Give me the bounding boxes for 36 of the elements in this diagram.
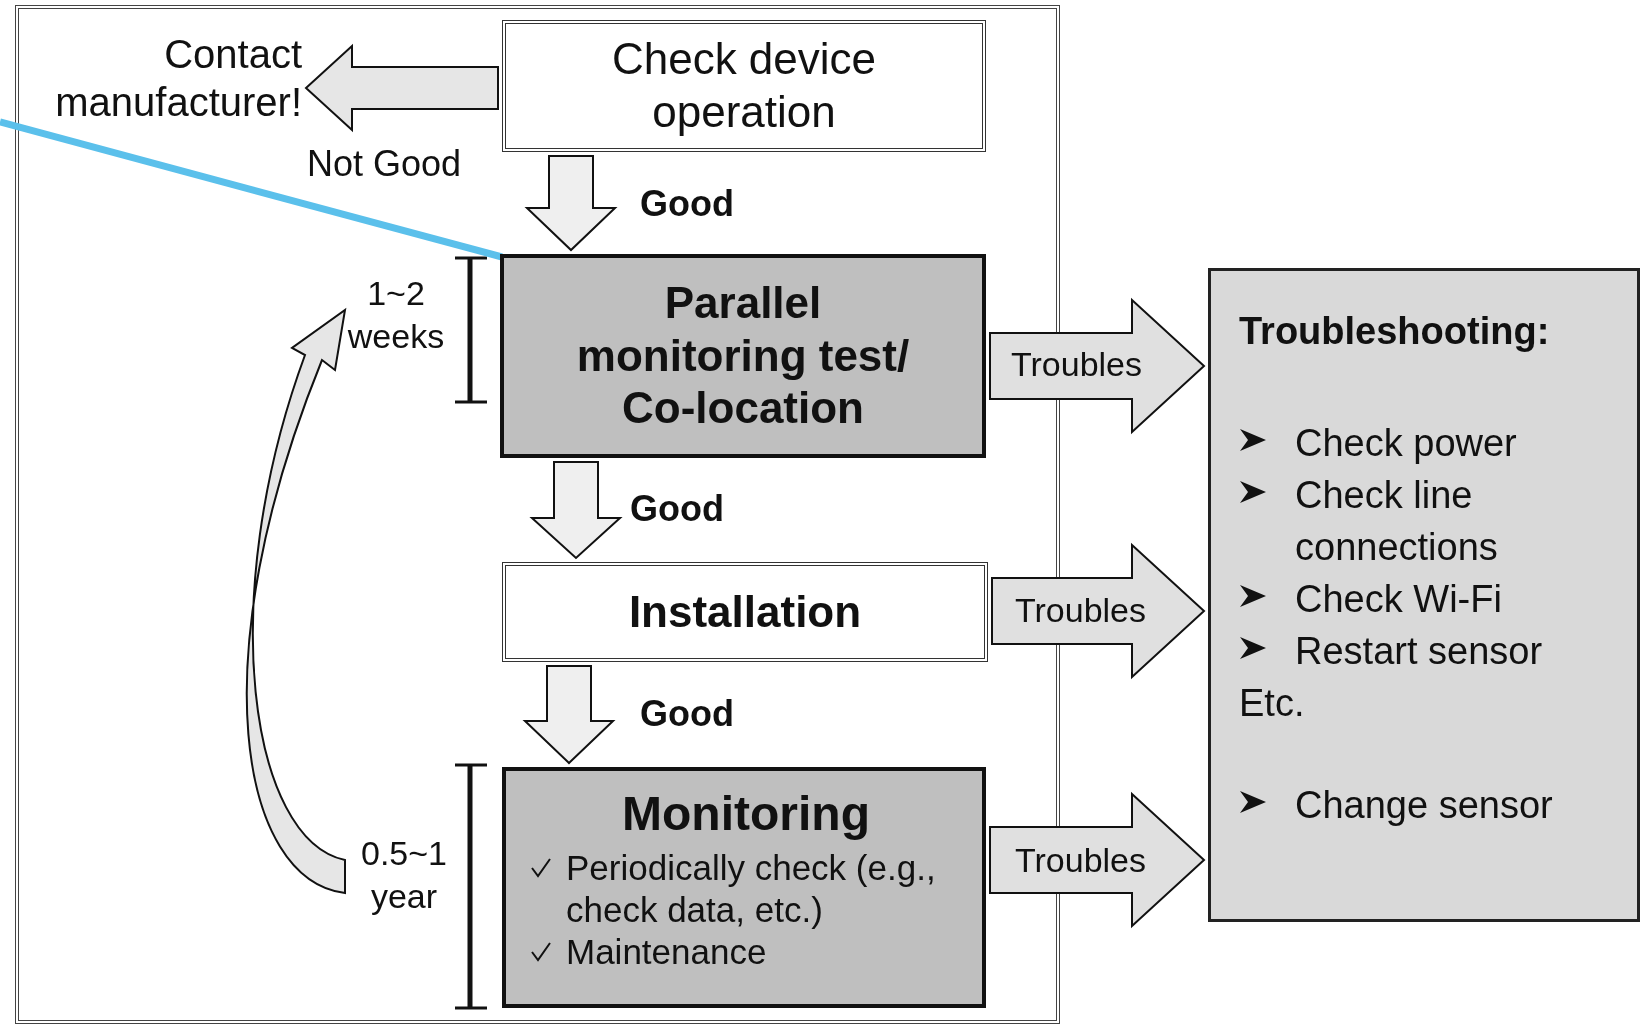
list-item-text: Restart sensor — [1295, 628, 1543, 674]
edge-label: Troubles — [1015, 840, 1147, 881]
node-heading: Monitoring — [621, 786, 871, 842]
node-text: Etc. — [1239, 680, 1306, 726]
duration-label: 0.5~1 year — [360, 833, 448, 917]
list-item-text: Change sensor — [1295, 782, 1553, 828]
edge-label: Good — [640, 692, 734, 736]
edge-label: Troubles — [1011, 344, 1143, 385]
node-text: Parallel monitoring test/ Co-location — [575, 276, 911, 435]
node-text: Check device operation — [610, 33, 878, 138]
block-arrow — [991, 542, 1206, 680]
node-heading: Troubleshooting: — [1239, 309, 1551, 354]
list-item-text: Periodically check (e.g., check data, etc.) — [566, 846, 936, 931]
block-arrow — [989, 791, 1206, 929]
list-item-text: Check line connections — [1295, 472, 1499, 570]
node-text: Contact manufacturer! — [54, 31, 302, 126]
process-box — [502, 20, 986, 152]
duration-label: 1~2 weeks — [346, 273, 446, 357]
edge-label: Good — [640, 182, 734, 226]
list-item-text: Maintenance — [566, 930, 768, 973]
edge-label: Troubles — [1015, 590, 1147, 631]
block-arrow — [522, 665, 616, 765]
list-item-text: Check power — [1295, 420, 1517, 466]
node-text: Installation — [628, 585, 862, 638]
process-box — [502, 767, 986, 1008]
edge-label: Good — [630, 487, 724, 531]
process-box — [500, 254, 986, 458]
process-box — [502, 562, 988, 662]
edge-label: Not Good — [307, 142, 462, 186]
block-arrow — [529, 461, 623, 560]
block-arrow — [989, 297, 1206, 435]
info-box — [1208, 268, 1640, 922]
curved-block-arrow — [245, 309, 346, 894]
list-item-text: Check Wi-Fi — [1295, 576, 1502, 622]
block-arrow — [304, 43, 499, 133]
block-arrow — [524, 155, 618, 252]
